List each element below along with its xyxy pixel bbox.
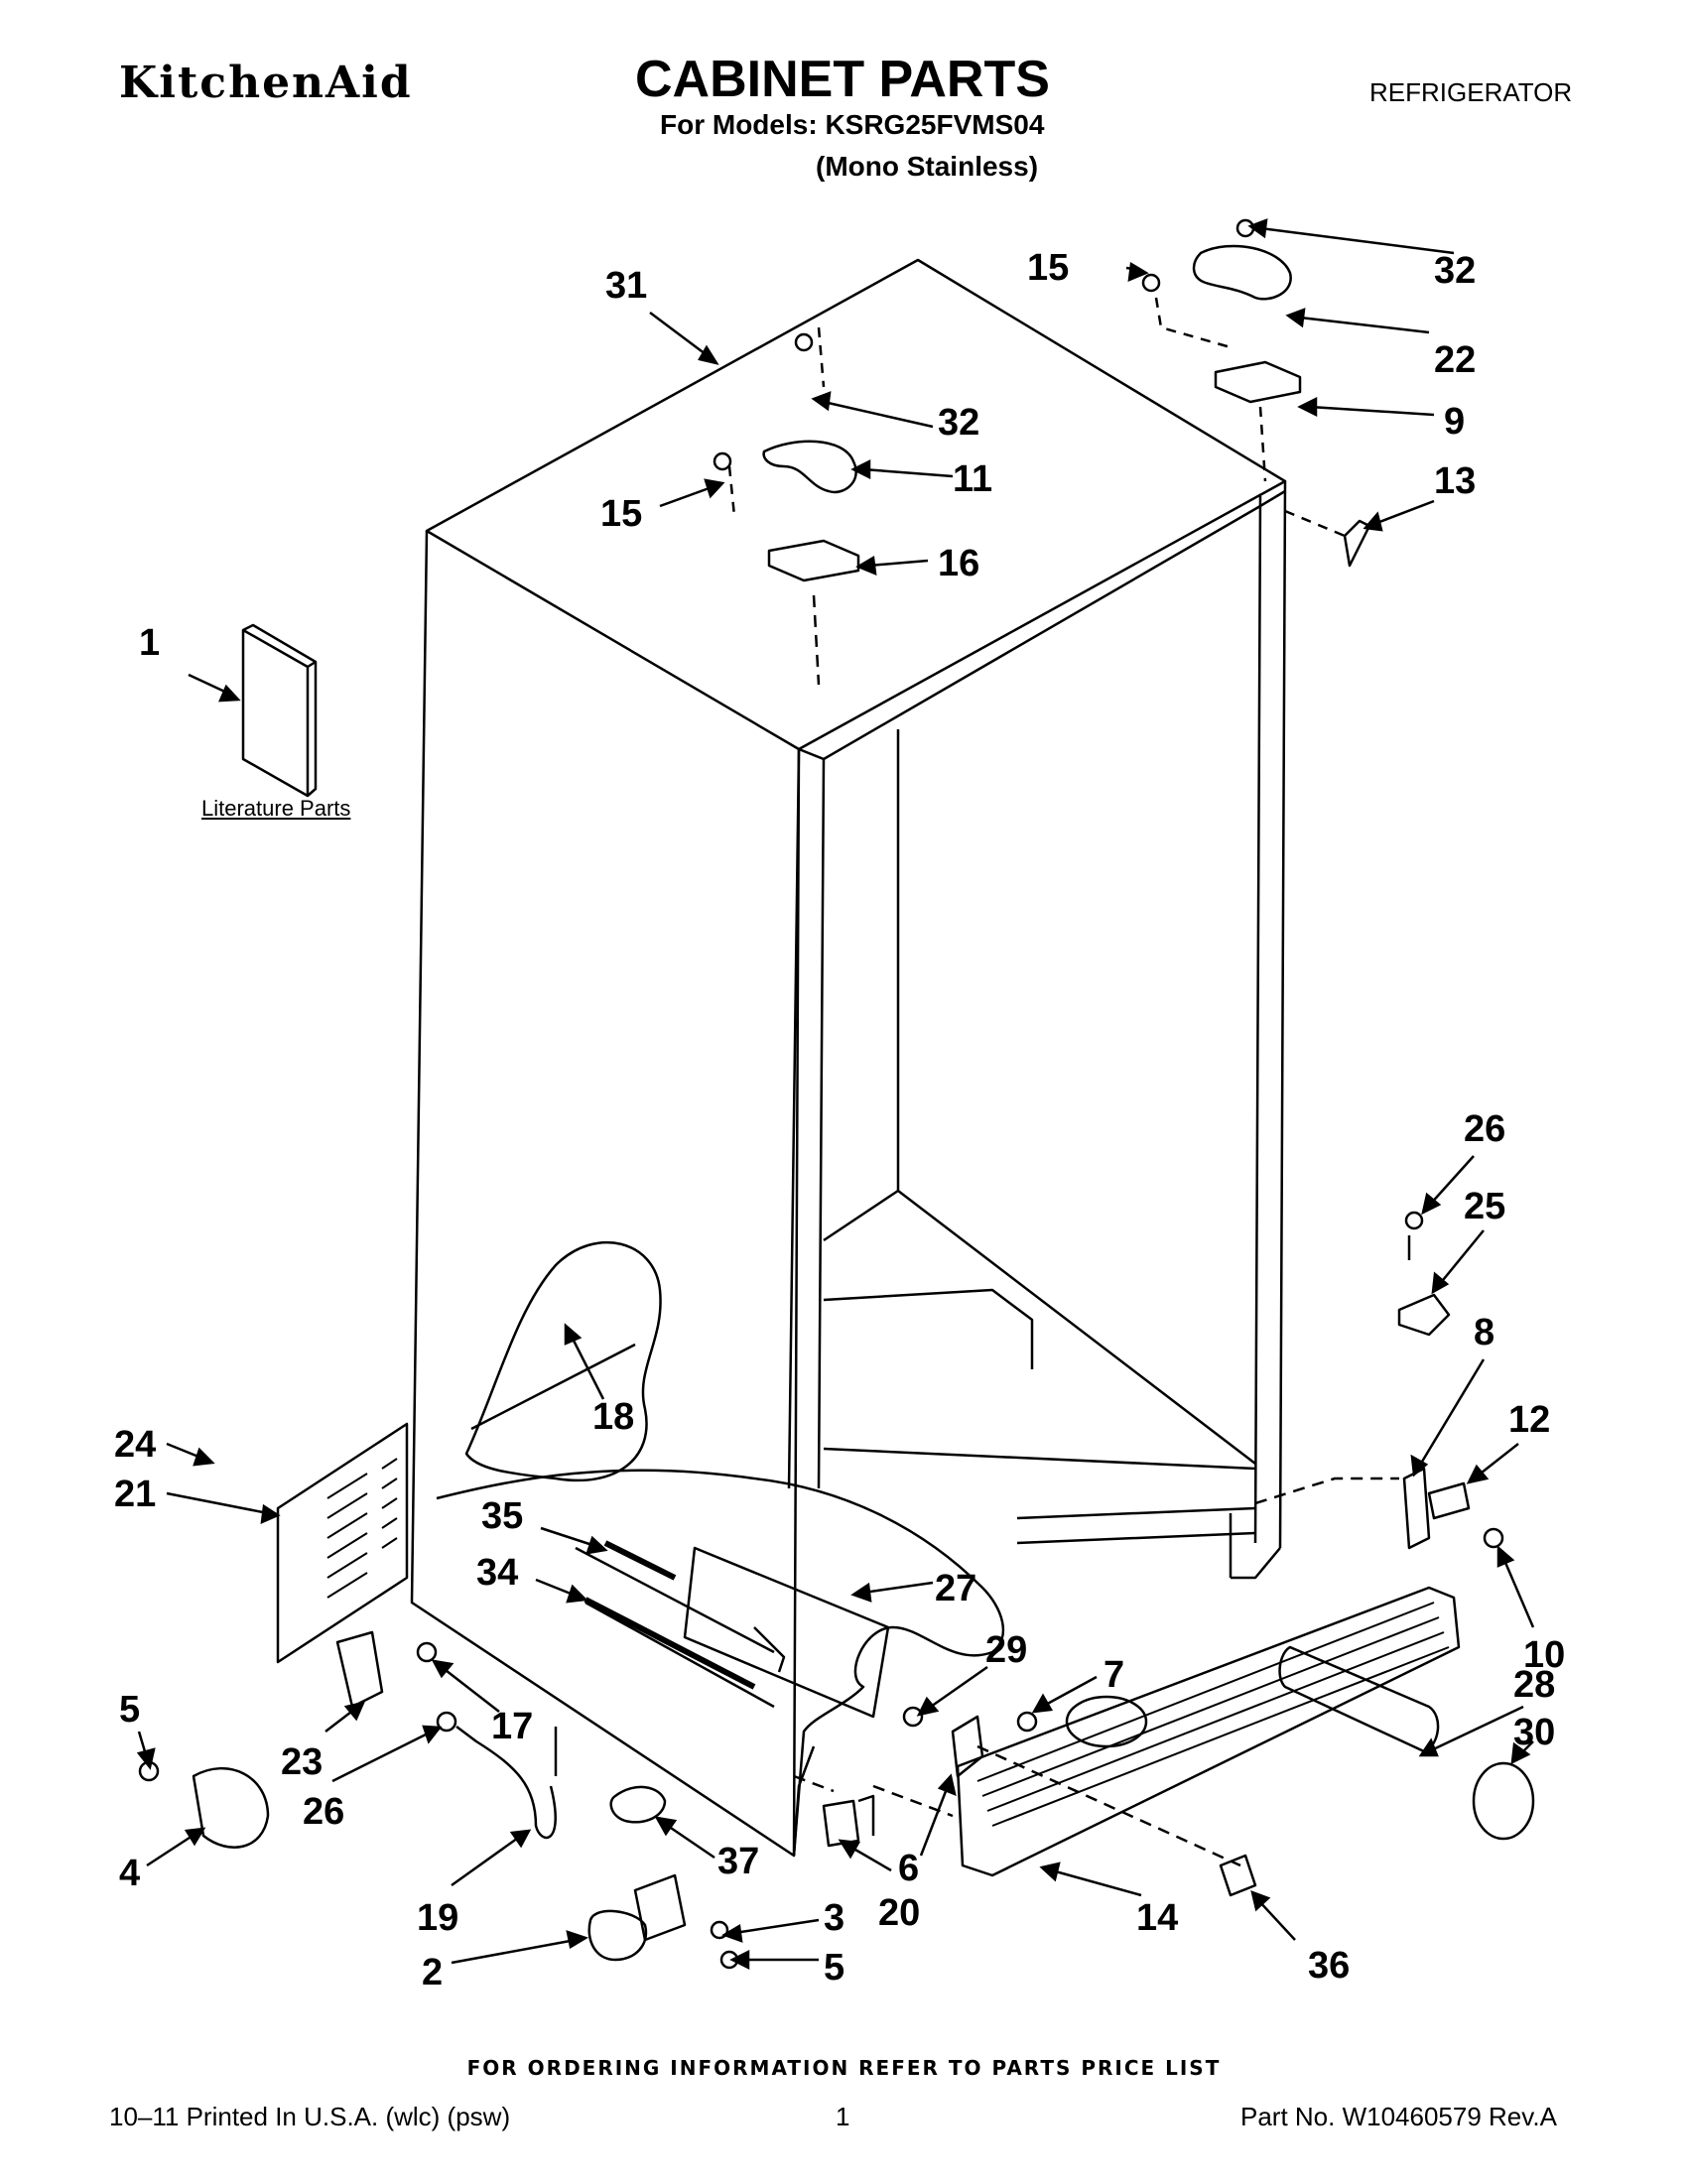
water-filter-28 [1278,1645,1440,1753]
models-line: For Models: KSRG25FVMS04 [660,109,1045,140]
cutaway-bubble [464,1240,662,1482]
appliance-category: REFRIGERATOR [1369,77,1573,107]
hinge-cover-11 [762,440,857,494]
callout-29: 29 [985,1629,1027,1671]
callout-11: 11 [953,458,992,500]
literature-book [241,623,318,798]
callout-24: 24 [114,1424,156,1466]
callout-3: 3 [824,1897,844,1939]
bumper-36 [1219,1854,1257,1897]
print-info: 10–11 Printed In U.S.A. (wlc) (psw) [109,2102,511,2131]
callout-9: 9 [1444,401,1465,443]
leveler-4 [192,1766,270,1849]
page-title: CABINET PARTS [635,51,1050,108]
callout-23: 23 [281,1741,323,1783]
ordering-note: FOR ORDERING INFORMATION REFER TO PARTS … [466,2056,1222,2080]
callout-37: 37 [717,1841,759,1882]
callout-28: 28 [1513,1664,1555,1706]
callout-5-left: 5 [119,1689,140,1731]
filter-cap-30 [1472,1761,1535,1841]
callout-36: 36 [1308,1945,1350,1987]
callout-30: 30 [1513,1712,1555,1753]
callout-14: 14 [1136,1897,1178,1939]
callout-7: 7 [1104,1654,1124,1696]
callout-10: 10 [1523,1634,1565,1676]
callout-26-right: 26 [1464,1108,1505,1150]
callout-32-top-left: 32 [938,402,979,444]
callout-15-top-right: 15 [1027,247,1069,289]
callout-8: 8 [1474,1312,1494,1353]
literature-parts-label: Literature Parts [201,796,351,821]
roller-2 [587,1909,648,1962]
callout-16: 16 [938,543,979,584]
callout-6: 6 [898,1848,919,1889]
cabinet-left-side [410,530,801,1858]
callout-34: 34 [476,1552,518,1594]
rear-grille-21 [276,1422,409,1664]
bracket-6 [951,1715,984,1778]
callout-21: 21 [114,1474,156,1515]
callout-35: 35 [481,1495,523,1537]
bracket-20 [822,1794,875,1848]
callout-15-top-left: 15 [600,493,642,535]
callout-20: 20 [878,1892,920,1934]
callout-17: 17 [491,1706,533,1747]
brand-logo: KitchenAid [119,58,413,108]
hinge-12 [1427,1481,1471,1520]
callout-12: 12 [1508,1399,1550,1441]
cabinet-top [425,258,1287,751]
callout-25: 25 [1464,1186,1505,1227]
callout-18: 18 [592,1396,634,1438]
callout-2: 2 [422,1952,443,1993]
cabinet-cutaway [436,1469,1005,1857]
callout-13: 13 [1434,460,1476,502]
callout-4: 4 [119,1853,140,1894]
bracket-23 [335,1630,384,1709]
model-variant: (Mono Stainless) [816,151,1039,182]
hinge-8 [1402,1467,1431,1550]
base-grille-14 [956,1586,1461,1877]
water-tube-19 [455,1726,557,1840]
hinge-cover-22 [1192,244,1292,301]
page-number: 1 [836,2102,850,2131]
callout-27: 27 [935,1568,976,1609]
callout-5-bottom: 5 [824,1947,844,1989]
hinge-16 [767,539,860,582]
callout-31: 31 [605,265,647,307]
cabinet-front-frame [787,480,1287,1549]
callout-32-top-right: 32 [1434,250,1476,292]
hinge-9 [1214,360,1302,404]
callout-1: 1 [139,622,160,664]
cabinet-interior [823,729,1256,1471]
callout-22: 22 [1434,339,1476,381]
callout-26-left: 26 [303,1791,344,1833]
bracket-25 [1397,1293,1451,1337]
callout-19: 19 [417,1897,458,1939]
part-number: Part No. W10460579 Rev.A [1240,2102,1557,2131]
